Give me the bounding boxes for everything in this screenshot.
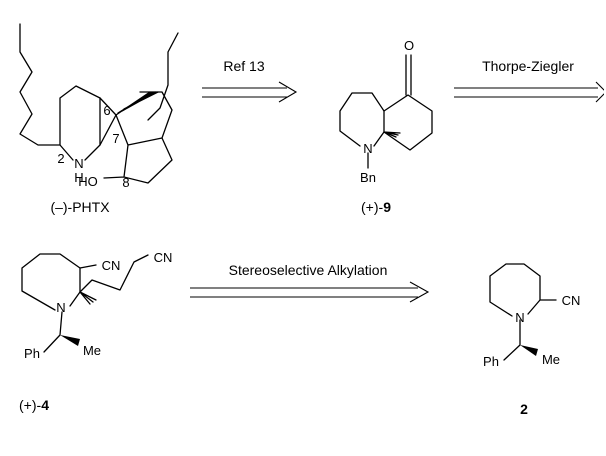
c4-nitrile-bond	[79, 264, 97, 269]
c4-alkyl-chain	[79, 254, 149, 293]
phtx-spiro-ring	[103, 91, 173, 184]
c2-phenethyl-bonds	[503, 319, 521, 361]
c9-c6-hash-bonds	[383, 131, 401, 138]
arrow-ref13-shaft	[202, 87, 287, 98]
c9-cyclohexanone-ring	[383, 94, 433, 151]
c2-label-number: 2	[520, 401, 528, 417]
c9-carbonyl	[405, 54, 412, 96]
phtx-locant-8: 8	[122, 175, 129, 190]
c4-phenethyl-bonds	[43, 311, 63, 353]
c4-piperidine-ring	[21, 253, 81, 311]
arrow-alkylation: Stereoselective Alkylation	[190, 262, 430, 303]
c4-cn-group-2: CN	[154, 250, 173, 265]
phtx-c6-hash-bonds	[115, 91, 159, 116]
c2-ph-group: Ph	[483, 354, 499, 369]
c4-n-atom: N	[56, 300, 65, 315]
c2-piperidine-ring	[489, 263, 541, 317]
c2-wedge-bond	[520, 345, 538, 356]
arrow-ref13-head	[278, 81, 298, 103]
c9-piperidine-ring	[339, 92, 385, 147]
phtx-c6-bonds	[99, 97, 117, 146]
c2-me-group: Me	[542, 352, 560, 367]
c4-cn-group-1: CN	[102, 258, 121, 273]
c2-compound-label: 2	[520, 401, 528, 417]
arrow-thorpe-ziegler: Thorpe-Ziegler	[454, 58, 604, 103]
c9-o-atom: O	[404, 38, 414, 53]
arrow-ref13-label: Ref 13	[223, 58, 264, 74]
c9-bn-group: Bn	[360, 170, 376, 185]
arrow-alkylation-label: Stereoselective Alkylation	[229, 262, 388, 278]
c4-label-number: 4	[41, 397, 49, 413]
phtx-h-atom: H	[74, 170, 83, 185]
phtx-locant-6: 6	[103, 103, 110, 118]
c4-c2-hash-bonds	[79, 291, 97, 305]
c9-label-number: 9	[383, 199, 391, 215]
arrow-thorpe-head	[595, 81, 604, 103]
phtx-compound-label: (–)-PHTX	[50, 199, 110, 215]
compound-2: N CN Ph Me 2	[483, 263, 581, 417]
compound-9: O N Bn (+)-9	[339, 38, 433, 215]
arrow-thorpe-label: Thorpe-Ziegler	[482, 58, 574, 74]
phtx-ho-group: HO	[78, 174, 98, 189]
arrow-alkylation-head	[409, 281, 430, 303]
c2-n-atom: N	[515, 310, 524, 325]
phtx-piperidine-ring	[59, 85, 101, 161]
c2-cn-group: CN	[562, 293, 581, 308]
c9-compound-label: (+)-9	[361, 199, 391, 215]
phtx-n-atom: N	[74, 156, 83, 171]
arrow-ref13: Ref 13	[202, 58, 298, 103]
c4-wedge-bond	[60, 335, 80, 346]
phtx-pentyl-chain	[19, 23, 61, 146]
c9-label-prefix: (+)-	[361, 199, 384, 215]
c4-compound-label: (+)-4	[19, 397, 49, 413]
phtx-locant-2: 2	[57, 151, 64, 166]
compound-4: CN CN N Ph Me (+)-4	[19, 250, 172, 413]
arrow-alkylation-shaft	[190, 287, 418, 298]
c4-me-group: Me	[83, 343, 101, 358]
compound-phtx: N H HO 2 6 7 8 (–)-PHTX	[19, 23, 179, 215]
phtx-butyl-chain	[147, 32, 179, 121]
arrow-thorpe-shaft	[454, 87, 598, 98]
c4-ph-group: Ph	[24, 346, 40, 361]
c9-n-atom: N	[363, 141, 372, 156]
c4-label-prefix: (+)-	[19, 397, 42, 413]
phtx-locant-7: 7	[112, 131, 119, 146]
